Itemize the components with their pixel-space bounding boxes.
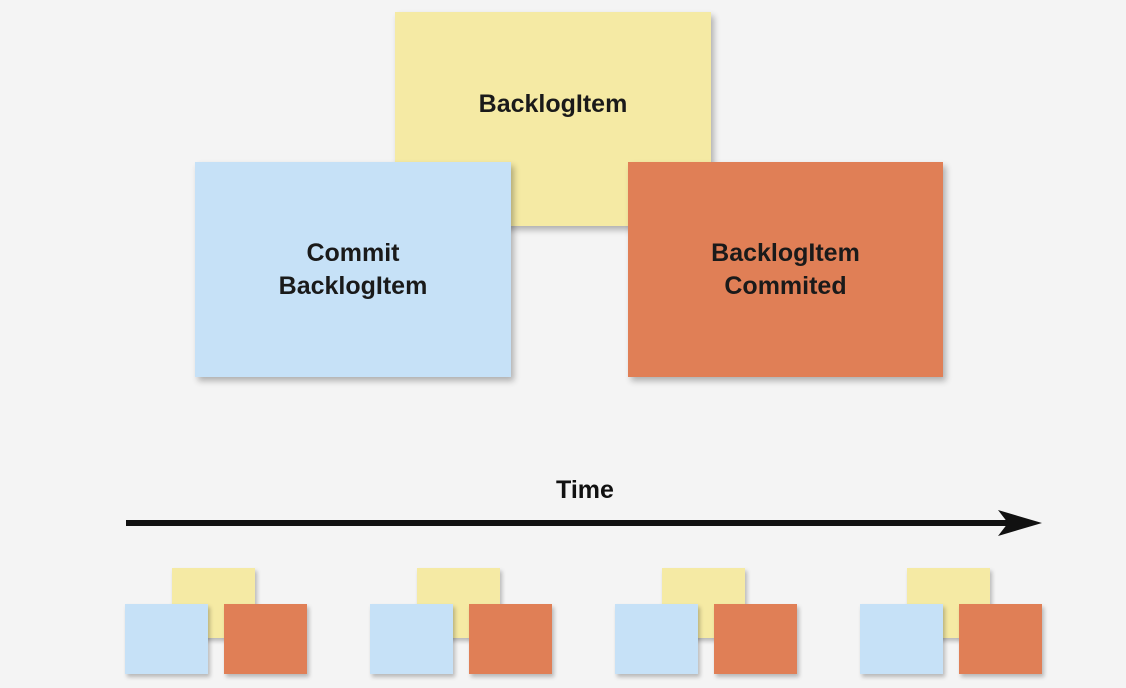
mini-note-group bbox=[370, 568, 552, 674]
mini-event-note bbox=[959, 604, 1042, 674]
command-label: Commit BacklogItem bbox=[278, 238, 428, 300]
mini-note-group bbox=[125, 568, 307, 674]
command-note-commit-backlog-item: Commit BacklogItem bbox=[195, 162, 511, 377]
event-note-backlog-item-commited: BacklogItem Commited bbox=[628, 162, 943, 377]
mini-event-note bbox=[714, 604, 797, 674]
mini-command-note bbox=[370, 604, 453, 674]
event-label: BacklogItem Commited bbox=[711, 238, 860, 300]
aggregate-label: BacklogItem bbox=[478, 90, 628, 118]
mini-note-group bbox=[615, 568, 797, 674]
mini-command-note bbox=[125, 604, 208, 674]
time-arrow-head bbox=[998, 510, 1042, 536]
mini-note-group bbox=[860, 568, 1042, 674]
mini-command-note bbox=[615, 604, 698, 674]
time-arrow-icon bbox=[126, 510, 1042, 536]
mini-event-note bbox=[224, 604, 307, 674]
time-label: Time bbox=[556, 476, 614, 504]
mini-event-note bbox=[469, 604, 552, 674]
mini-command-note bbox=[860, 604, 943, 674]
